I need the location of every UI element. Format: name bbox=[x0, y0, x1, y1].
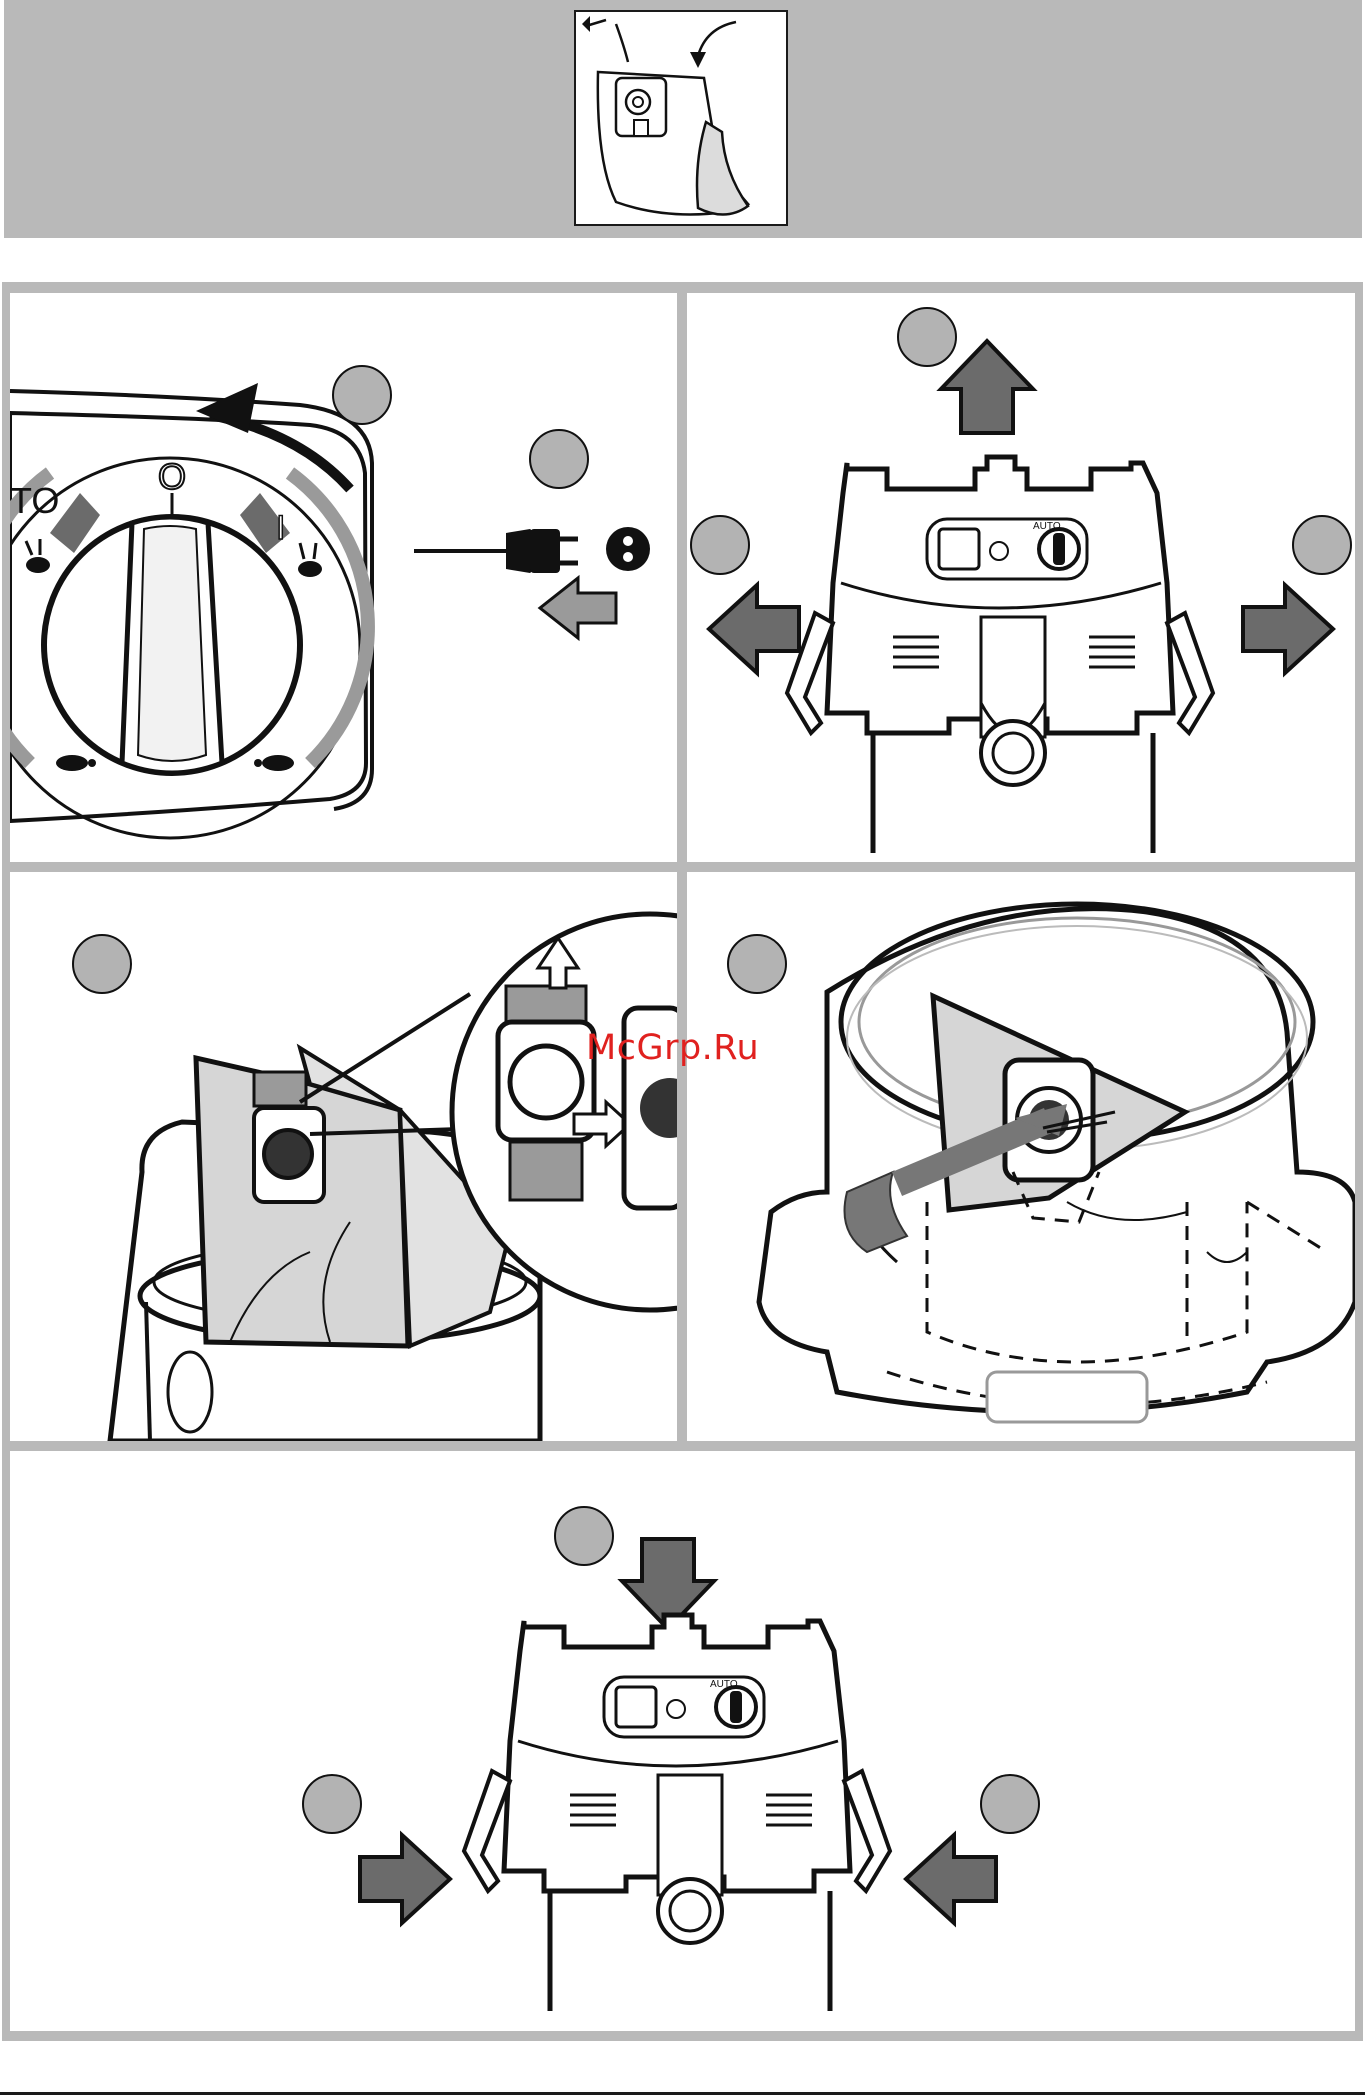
panel-remove-head: AUTO bbox=[687, 293, 1355, 862]
off-mark: O bbox=[158, 456, 186, 497]
step-circle bbox=[530, 430, 588, 488]
step-circle bbox=[728, 935, 786, 993]
arrow-left bbox=[540, 578, 616, 638]
step-circle bbox=[981, 1775, 1039, 1833]
step-circle bbox=[73, 935, 131, 993]
step-circle bbox=[1293, 516, 1351, 574]
step-circle bbox=[898, 308, 956, 366]
plug-icon bbox=[414, 529, 578, 573]
watermark: McGrp.Ru bbox=[586, 1028, 759, 1068]
arrow-up bbox=[941, 341, 1033, 433]
knob-label: AUTO bbox=[1033, 521, 1061, 532]
step-circle bbox=[333, 366, 391, 424]
bottom-rule bbox=[0, 2092, 1365, 2095]
arrow-left bbox=[709, 585, 799, 673]
bag-thumbnail bbox=[574, 10, 788, 226]
dial-label: TO bbox=[10, 480, 59, 521]
panel-refit-head: AUTO bbox=[10, 1451, 1355, 2031]
arrow-left bbox=[906, 1835, 996, 1923]
step-circle bbox=[555, 1507, 613, 1565]
arrow-right bbox=[360, 1835, 450, 1923]
panel-remove-bag bbox=[10, 872, 677, 1441]
panel-switch-off: TO O I bbox=[10, 293, 677, 862]
on-mark: I bbox=[276, 509, 285, 547]
step-circle bbox=[691, 516, 749, 574]
arrow-right bbox=[1243, 585, 1333, 673]
panel-insert-bag bbox=[687, 872, 1355, 1441]
step-circle bbox=[303, 1775, 361, 1833]
knob-label: AUTO bbox=[710, 1679, 738, 1690]
